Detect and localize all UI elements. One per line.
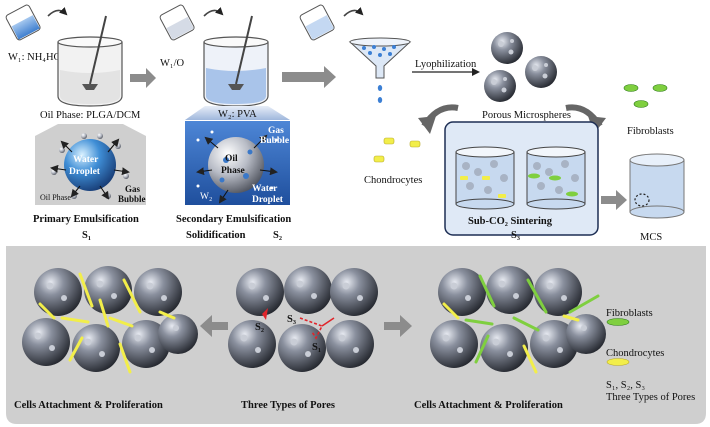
center-sphere-cluster [228,266,378,372]
pore-s3-label: S₃ [287,314,296,325]
fibroblasts-label: Fibroblasts [627,126,674,137]
secondary-emulsion-inset [196,130,278,204]
inset-phase-label: Phase [221,166,245,176]
inset-oil-phase-label: Oil Phase [40,193,71,202]
pore-s2-label: S₂ [255,322,264,333]
center-pores-caption: Three Types of Pores [241,400,335,411]
porous-microspheres-label: Porous Microspheres [482,110,571,121]
reagent-w1o-label: W₁/O [160,58,184,69]
pour-arrow-icon [47,6,68,17]
solidification-title: Solidification [186,230,246,241]
fibroblast-cells-icon [623,84,668,108]
filter-funnel-icon [348,37,412,103]
legend-fibroblast-icon [606,318,630,326]
sintering-vessel-left-icon [455,146,515,210]
inset-bubble-label: Bubble [118,194,146,204]
primary-emulsion-inset [50,133,130,200]
w2-pva-label: W₂: PVA [218,109,257,120]
mcs-label: MCS [640,232,662,243]
lyophilization-label: Lyophilization [415,59,477,70]
primary-emulsification-title: Primary Emulsification [33,214,139,225]
pour-arrow-3-icon [343,6,364,17]
pore-s1-label: S₁ [312,342,321,353]
inset-bubble-label-2: Bubble [260,136,289,146]
curved-arrow-left-head [418,116,436,134]
step-s3-code: S₃ [511,230,520,241]
right-cells-caption: Cells Attachment & Proliferation [414,400,563,411]
legend-chondrocytes-label: Chondrocytes [606,348,664,359]
inset-water-label: Water [252,184,278,194]
pour-arrow-2-icon [203,6,224,17]
sintering-vessel-right-icon [526,146,586,210]
sintering-title: Sub-CO₂ Sintering [468,216,553,227]
inset-gas-label-2: Gas [268,126,284,136]
chondrocyte-cells-icon [373,137,421,163]
inset-droplet-label: Droplet [252,195,284,205]
beaker-suspension-icon [299,4,335,41]
water-droplet-label-2: Droplet [69,167,101,177]
chondrocytes-label: Chondrocytes [364,175,422,186]
beaker-w1o-icon [159,4,195,41]
process-arrow-1 [130,68,156,88]
emulsification-beaker-2-icon [203,15,269,107]
arrow-to-right-cluster [384,315,412,337]
legend-chondrocyte-icon [606,358,630,366]
process-arrow-2 [282,66,336,88]
process-arrow-mcs [601,190,627,210]
left-cells-caption: Cells Attachment & Proliferation [14,400,163,411]
inset-2-pyramid [185,106,290,120]
legend-pores-desc: Three Types of Pores [606,392,695,403]
inset-gas-label: Gas [125,184,141,194]
emulsification-beaker-1-icon [57,15,123,107]
inset-oil-label: Oil [225,154,238,164]
reagent-w1-label: W₁: NH₄HCO₃ [8,52,72,63]
step-s1-code: S₁ [82,230,91,241]
legend-pores-codes: S₁, S₂, S₃ [606,380,645,391]
inset-w2-label: W₂ [200,192,212,202]
secondary-emulsification-title: Secondary Emulsification [176,214,291,225]
left-sphere-cluster [22,266,198,374]
right-sphere-cluster [430,266,606,374]
step-s2-code: S₂ [273,230,282,241]
oil-phase-label: Oil Phase: PLGA/DCM [40,110,141,121]
legend: Fibroblasts Chondrocytes S₁, S₂, S₃ Thre… [606,308,695,403]
mcs-scaffold-icon [629,153,685,219]
porous-microspheres-icon [484,32,557,102]
water-droplet-label-1: Water [73,155,99,165]
legend-fibroblasts-label: Fibroblasts [606,308,653,319]
arrow-to-left-cluster [200,315,228,337]
beaker-w1-icon [5,4,41,41]
